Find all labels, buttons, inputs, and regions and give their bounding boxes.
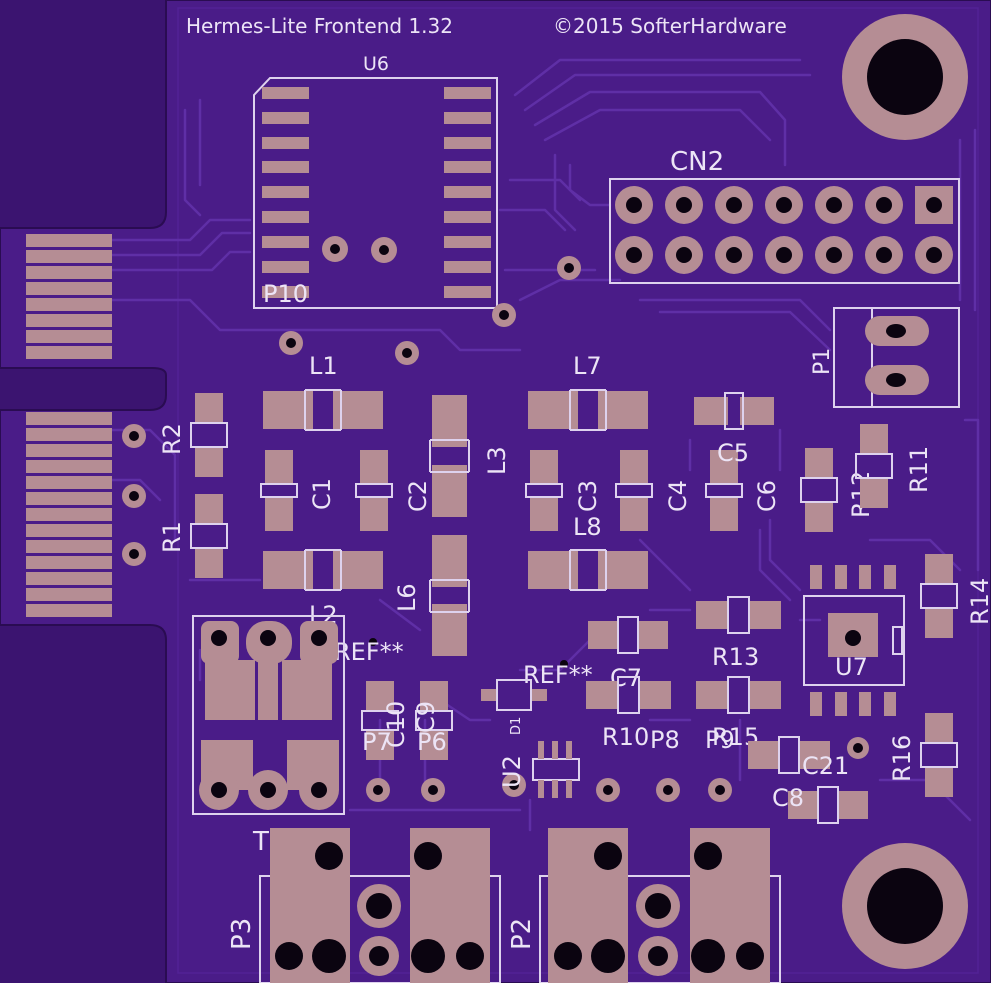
edge-connector-bottom	[26, 412, 112, 617]
label-d1: D1	[509, 717, 524, 735]
label-u2: U2	[498, 755, 526, 788]
label-p1: P1	[810, 348, 835, 375]
label-c5: C5	[717, 439, 749, 467]
r15-resistor	[696, 676, 781, 714]
label-ref-1: REF**	[334, 638, 404, 666]
c7-capacitor	[588, 616, 668, 654]
c21-capacitor	[748, 736, 830, 774]
copyright-notice: ©2015 SofterHardware	[553, 14, 787, 38]
label-l6: L6	[393, 583, 421, 612]
u6-chip	[253, 77, 498, 309]
ref-marker-1	[369, 638, 377, 646]
label-l1: L1	[309, 352, 338, 380]
label-r14: R14	[966, 578, 991, 625]
r13-resistor	[696, 596, 781, 634]
label-p3: P3	[227, 918, 257, 950]
c1-capacitor	[260, 450, 298, 531]
u7-chip	[803, 565, 905, 716]
label-c9: C9	[412, 701, 440, 733]
label-p8: P8	[650, 726, 680, 754]
l3-inductor	[429, 395, 470, 517]
c6-capacitor	[705, 450, 743, 531]
r11-resistor	[855, 424, 893, 508]
r1-resistor	[190, 494, 228, 578]
label-c4: C4	[664, 480, 692, 512]
label-cn2: CN2	[670, 147, 724, 177]
p1-connector	[833, 307, 960, 408]
p3-connector	[259, 828, 501, 983]
label-p10: P10	[263, 280, 308, 308]
label-l8: L8	[573, 513, 602, 541]
label-u7: U7	[835, 653, 868, 681]
mounting-hole-top	[842, 14, 968, 140]
c8-capacitor	[788, 786, 868, 824]
label-p7: P7	[362, 728, 392, 756]
ref-marker-2	[560, 660, 568, 668]
label-r13: R13	[712, 643, 759, 671]
label-r10: R10	[602, 723, 649, 751]
c10-capacitor	[361, 681, 399, 760]
r12-resistor	[800, 448, 838, 532]
label-r11: R11	[905, 446, 933, 493]
label-p2: P2	[507, 918, 537, 950]
label-r1: R1	[158, 521, 186, 553]
u2-chip	[532, 741, 580, 798]
l1-inductor	[263, 389, 383, 431]
c2-capacitor	[355, 450, 393, 531]
label-l7: L7	[573, 352, 602, 380]
r2-resistor	[190, 393, 228, 477]
label-c2: C2	[404, 480, 432, 512]
l8-inductor	[528, 549, 648, 591]
label-c10: C10	[382, 701, 410, 748]
r14-resistor	[920, 554, 958, 638]
t1-transformer	[192, 615, 345, 815]
c4-capacitor	[615, 450, 653, 531]
label-l3: L3	[483, 446, 511, 475]
r10-resistor	[586, 676, 671, 714]
vias	[122, 236, 869, 802]
label-r2: R2	[158, 423, 186, 455]
c3-capacitor	[525, 450, 563, 531]
cn2-header	[609, 178, 960, 284]
board-title: Hermes-Lite Frontend 1.32	[186, 14, 453, 38]
label-u6: U6	[363, 53, 389, 75]
label-ref-2: REF**	[523, 661, 593, 689]
label-p6: P6	[417, 728, 447, 756]
label-c1: C1	[308, 478, 336, 510]
mounting-hole-bottom	[842, 843, 968, 969]
edge-connector-top	[26, 234, 112, 359]
label-c21: C21	[802, 752, 849, 780]
label-c6: C6	[753, 480, 781, 512]
d1-diode	[481, 679, 547, 711]
c9-capacitor	[415, 681, 453, 760]
l6-inductor	[429, 535, 470, 656]
u6-pins-left	[262, 87, 309, 298]
label-r16: R16	[888, 735, 916, 782]
label-c3: C3	[574, 480, 602, 512]
p2-connector	[539, 828, 781, 983]
l2-inductor	[263, 549, 383, 591]
label-c8: C8	[772, 784, 804, 812]
label-p9: P9	[705, 726, 735, 754]
r16-resistor	[920, 713, 958, 797]
l7-inductor	[528, 389, 648, 431]
u6-pins-right	[444, 87, 491, 298]
c5-capacitor	[694, 392, 774, 430]
